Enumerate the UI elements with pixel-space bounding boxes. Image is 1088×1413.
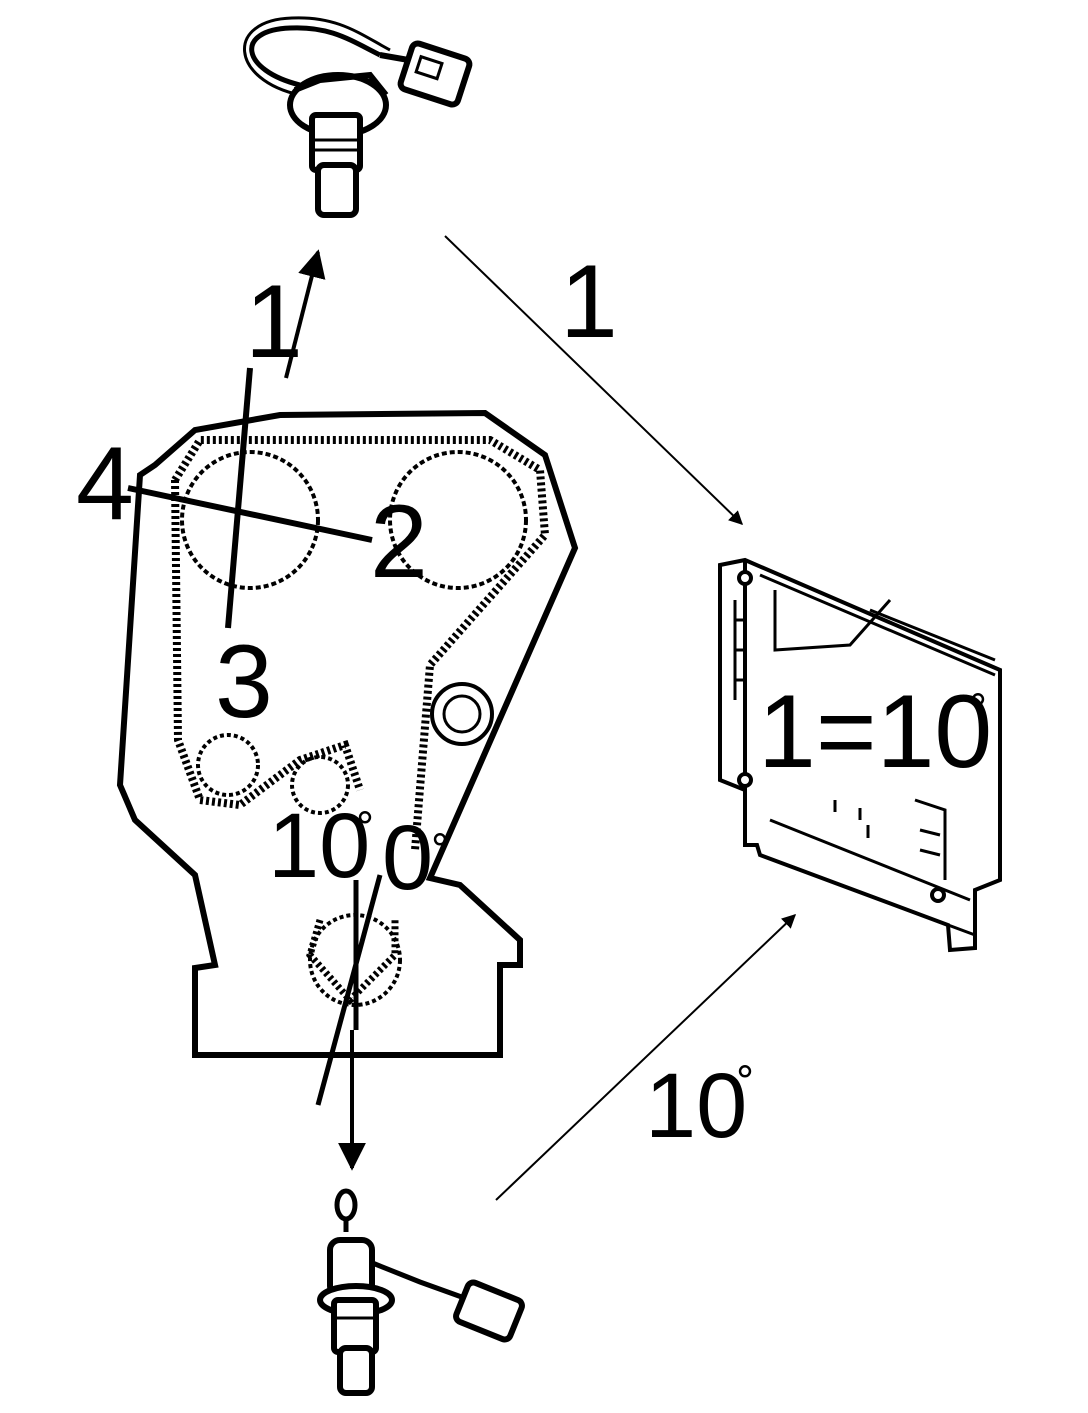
label-ecu-relation: 1=10 xyxy=(758,674,993,790)
arrow-crank-to-ecu xyxy=(495,914,797,1201)
reference-line-1-3 xyxy=(225,367,253,629)
reference-line-4-2 xyxy=(127,485,373,543)
label-angle-left: 10 xyxy=(268,795,371,897)
arrow-to-cam-sensor xyxy=(284,249,326,379)
label-angle-right: 0 xyxy=(382,807,434,909)
reference-line-0deg xyxy=(315,874,383,1106)
connector-lines xyxy=(127,235,797,1201)
arrow-cam-to-ecu xyxy=(444,235,744,525)
degree-symbol-bottom: ° xyxy=(735,1059,755,1105)
label-sprocket-two: 2 xyxy=(370,484,428,600)
engine-control-module-icon xyxy=(718,557,1002,953)
label-top-arrow: 1 xyxy=(245,264,303,380)
degree-symbol-right: ° xyxy=(430,827,450,873)
label-bottom-arrow: 10 xyxy=(645,1055,748,1157)
camshaft-position-sensor-icon xyxy=(243,16,473,218)
label-sprocket-three: 3 xyxy=(215,624,273,740)
degree-symbol-ecu: ° xyxy=(968,687,988,733)
label-sprocket-four: 4 xyxy=(76,426,134,542)
crankshaft-position-sensor-icon xyxy=(317,1188,525,1396)
label-right-arrow: 1 xyxy=(560,244,618,360)
degree-symbol-left: ° xyxy=(355,805,375,851)
timing-belt-engine-outline-icon xyxy=(116,409,579,1058)
